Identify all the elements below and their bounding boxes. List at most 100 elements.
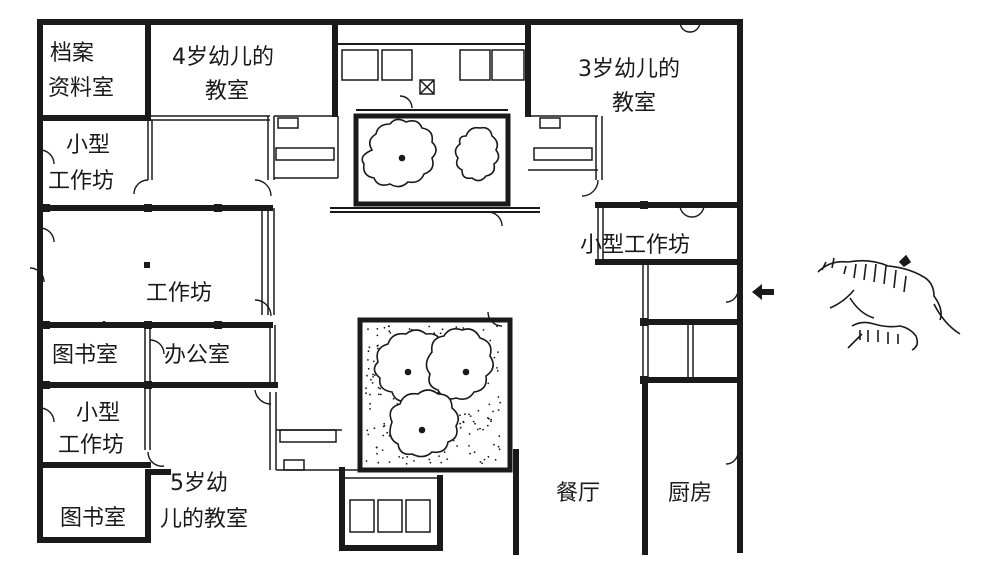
gravel-dot: [376, 334, 379, 337]
archive-label-2: 资料室: [48, 76, 114, 101]
dining-label: 餐厅: [556, 481, 600, 506]
gravel-dot: [389, 332, 392, 334]
gravel-dot: [498, 448, 501, 451]
gravel-dot: [468, 445, 470, 447]
gravel-dot: [489, 339, 492, 342]
gravel-dot: [468, 433, 471, 435]
column-markers: [42, 201, 648, 389]
gravel-dot: [392, 397, 395, 400]
gravel-dot: [490, 420, 492, 423]
gravel-dot: [474, 422, 476, 425]
gravel-dot: [376, 328, 379, 330]
gravel-dot: [496, 369, 499, 372]
gravel-dot: [486, 417, 489, 419]
gravel-dot: [368, 346, 371, 349]
gravel-dot: [371, 382, 374, 384]
library-2-label: 图书室: [60, 506, 126, 531]
gravel-dot: [456, 445, 458, 447]
gravel-dot: [383, 326, 386, 329]
gravel-dot: [486, 424, 489, 427]
gravel-dot: [428, 325, 431, 328]
gravel-dot: [473, 451, 476, 454]
gravel-dot: [408, 328, 411, 330]
gravel-dot: [383, 422, 386, 425]
gravel-dot: [462, 420, 465, 423]
gravel-dot: [429, 461, 432, 464]
gravel-dot: [366, 429, 369, 432]
office-label: 办公室: [164, 343, 230, 368]
gravel-dot: [376, 347, 379, 350]
gravel-dot: [367, 433, 370, 436]
gravel-dot: [379, 387, 382, 390]
gravel-dot: [413, 460, 415, 462]
gravel-dot: [388, 461, 391, 463]
gravel-dot: [439, 332, 442, 335]
gravel-dot: [492, 410, 494, 413]
gravel-dot: [367, 367, 370, 370]
gravel-dot: [401, 457, 404, 459]
gravel-dot: [497, 445, 500, 448]
small-workshop-2-label-1: 小型: [76, 401, 120, 426]
gravel-dot: [440, 461, 443, 464]
right-small-workshop-label: 小型工作坊: [580, 233, 690, 258]
class4-label-2: 教室: [205, 79, 249, 104]
gravel-dot: [373, 427, 376, 430]
gravel-dot: [481, 462, 483, 465]
archive-label-1: 档案: [50, 41, 94, 66]
gravel-dot: [376, 345, 379, 347]
gravel-dot: [372, 360, 375, 363]
class5-label-2: 儿的教室: [160, 507, 248, 532]
gravel-dot: [365, 387, 367, 390]
gravel-dot: [377, 386, 380, 389]
gravel-dot: [388, 330, 391, 333]
gravel-dot: [477, 409, 480, 412]
doors: [29, 21, 739, 467]
gravel-dot: [499, 401, 502, 404]
gravel-dot: [367, 359, 369, 361]
gravel-dot: [441, 328, 444, 331]
toilet-stalls-top: [275, 49, 593, 533]
gravel-dot: [488, 403, 491, 406]
gravel-dot: [493, 443, 495, 446]
gravel-dot: [493, 356, 496, 359]
gravel-dot: [469, 452, 471, 455]
workshop-label: 工作坊: [146, 281, 212, 306]
gravel-dot: [388, 325, 390, 328]
exterior-walls: [37, 19, 743, 555]
gravel-dot: [369, 393, 371, 396]
class3-label-1: 3岁幼儿的: [578, 57, 680, 82]
library-1-label: 图书室: [52, 343, 118, 368]
zebra-sketch-icon: [817, 254, 961, 351]
gravel-dot: [487, 382, 490, 385]
gravel-dot: [372, 376, 374, 378]
gravel-dot: [370, 378, 372, 381]
gravel-dot: [490, 418, 492, 421]
gravel-dot: [369, 402, 371, 405]
gravel-dot: [381, 449, 384, 451]
gravel-dot: [498, 435, 501, 438]
gravel-dot: [365, 392, 367, 395]
class3-label-2: 教室: [612, 91, 656, 116]
tree-icon: [389, 389, 460, 458]
gravel-dot: [468, 413, 470, 416]
small-workshop-2-label-2: 工作坊: [58, 433, 124, 458]
gravel-dot: [462, 327, 465, 329]
gravel-dot: [372, 373, 374, 376]
gravel-dot: [494, 458, 497, 461]
gravel-dot: [366, 374, 368, 377]
tree-icon: [361, 118, 437, 188]
gravel-dot: [376, 452, 378, 455]
gravel-dot: [438, 455, 440, 457]
small-workshop-1-label-1: 小型: [66, 133, 110, 158]
gravel-dot: [483, 458, 486, 461]
gravel-dot: [383, 425, 386, 427]
gravel-dot: [479, 461, 482, 463]
gravel-dot: [406, 456, 409, 458]
gravel-dot: [497, 409, 500, 411]
gravel-dot: [405, 462, 408, 465]
gravel-dot: [459, 426, 462, 429]
tree-icon: [425, 328, 494, 400]
class5-label-1: 5岁幼: [170, 471, 228, 496]
gravel-dot: [443, 451, 446, 453]
room-labels: 档案 资料室 4岁幼儿的 教室 3岁幼儿的 教室 小型 工作坊 工作坊 图书室 …: [48, 41, 712, 532]
